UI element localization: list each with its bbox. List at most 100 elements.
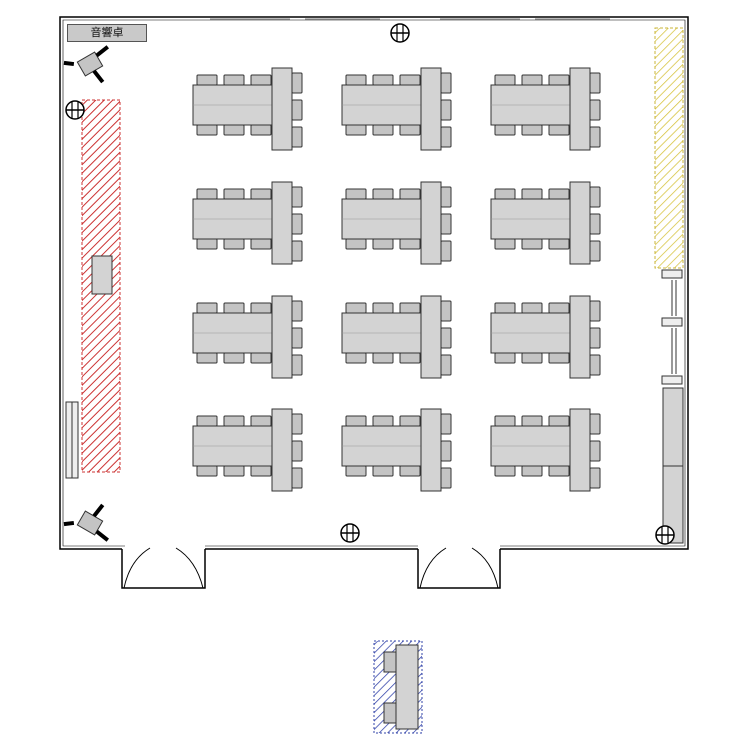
- chair: [250, 465, 272, 477]
- chair: [494, 302, 516, 314]
- table-group: [490, 295, 601, 379]
- chair: [345, 124, 367, 136]
- table: [569, 408, 591, 492]
- table-group: [192, 67, 303, 151]
- chair: [345, 238, 367, 250]
- chair: [345, 465, 367, 477]
- chair: [589, 213, 601, 235]
- chair: [589, 413, 601, 435]
- chair: [223, 415, 245, 427]
- chair: [440, 440, 452, 462]
- chair: [494, 74, 516, 86]
- side-storage-area: [654, 27, 684, 269]
- chair: [548, 74, 570, 86]
- chair: [399, 74, 421, 86]
- chair: [494, 124, 516, 136]
- light-icon: [340, 523, 360, 543]
- chair: [589, 186, 601, 208]
- chair: [440, 354, 452, 376]
- chair: [372, 465, 394, 477]
- chair: [250, 74, 272, 86]
- chair: [399, 352, 421, 364]
- light-icon: [655, 525, 675, 545]
- chair: [372, 238, 394, 250]
- table: [420, 181, 442, 265]
- chair: [521, 465, 543, 477]
- chair: [291, 126, 303, 148]
- cabinet: [662, 387, 684, 544]
- sound-console-label: 音響卓: [67, 24, 147, 42]
- chair: [521, 124, 543, 136]
- chair: [589, 440, 601, 462]
- chair: [399, 124, 421, 136]
- chair: [589, 240, 601, 262]
- chair: [250, 302, 272, 314]
- speaker-icon: [63, 503, 110, 542]
- chair: [291, 213, 303, 235]
- chair: [291, 240, 303, 262]
- chair: [521, 74, 543, 86]
- chair: [521, 352, 543, 364]
- chair: [372, 188, 394, 200]
- chair: [494, 415, 516, 427]
- table: [271, 295, 293, 379]
- table: [569, 67, 591, 151]
- chair: [440, 213, 452, 235]
- door-icon[interactable]: [123, 547, 204, 589]
- chair: [440, 99, 452, 121]
- chair: [521, 415, 543, 427]
- chair: [494, 352, 516, 364]
- lectern: [91, 255, 113, 295]
- table-group: [490, 408, 601, 492]
- side-panel: [65, 401, 79, 479]
- chair: [223, 188, 245, 200]
- chair: [250, 238, 272, 250]
- chair: [440, 186, 452, 208]
- walls: [59, 16, 689, 589]
- chair: [440, 413, 452, 435]
- chair: [196, 74, 218, 86]
- chair: [548, 465, 570, 477]
- chair: [589, 467, 601, 489]
- chair: [440, 300, 452, 322]
- chair: [196, 188, 218, 200]
- chair: [494, 238, 516, 250]
- window-icon: [661, 269, 683, 385]
- light-icon: [65, 100, 85, 120]
- chair: [440, 327, 452, 349]
- chair: [345, 415, 367, 427]
- chair: [291, 413, 303, 435]
- chair: [291, 99, 303, 121]
- chair: [589, 126, 601, 148]
- chair: [589, 72, 601, 94]
- chair: [223, 465, 245, 477]
- chair: [196, 302, 218, 314]
- chair: [372, 124, 394, 136]
- chair: [345, 302, 367, 314]
- speaker-icon: [63, 45, 110, 84]
- table-group: [341, 408, 452, 492]
- table-group: [192, 181, 303, 265]
- chair: [521, 188, 543, 200]
- chair: [291, 467, 303, 489]
- chair: [589, 354, 601, 376]
- chair: [548, 352, 570, 364]
- table-group: [341, 67, 452, 151]
- chair: [196, 465, 218, 477]
- chair: [548, 302, 570, 314]
- chair: [223, 302, 245, 314]
- light-icons: [65, 23, 675, 545]
- chair: [250, 352, 272, 364]
- chair: [548, 124, 570, 136]
- chair: [345, 74, 367, 86]
- chair: [399, 238, 421, 250]
- chair: [372, 302, 394, 314]
- chair: [521, 238, 543, 250]
- chair: [223, 124, 245, 136]
- chair: [548, 238, 570, 250]
- chair: [440, 126, 452, 148]
- door-icon[interactable]: [419, 547, 499, 589]
- sound-console-text: 音響卓: [90, 26, 124, 39]
- chair: [521, 302, 543, 314]
- chair: [494, 465, 516, 477]
